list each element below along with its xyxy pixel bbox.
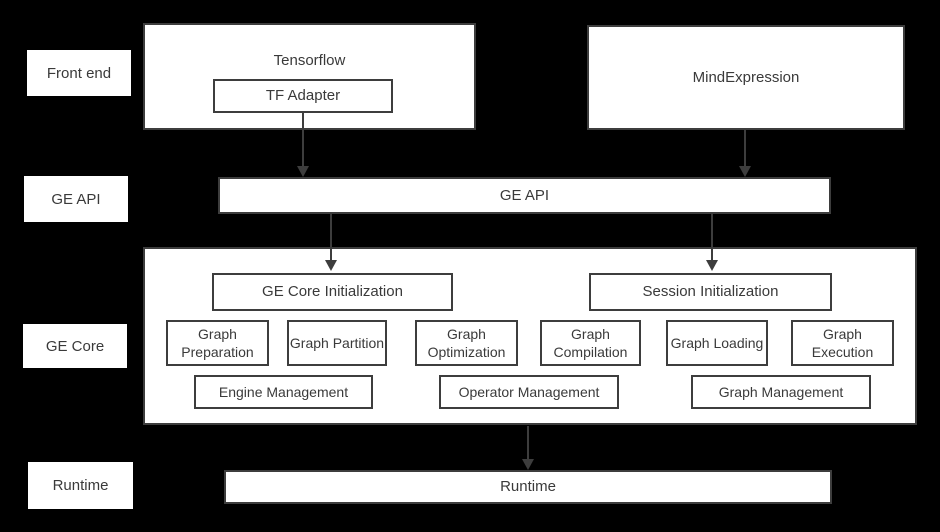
graph-partition-label: Graph Partition [289,334,385,351]
graph-preparation-label: Graph Preparation [181,325,254,360]
tf-adapter-label: TF Adapter [265,87,341,105]
arrow-head-icon [522,459,534,470]
mindexpression-box: MindExpression [587,25,905,130]
arrow-mindexpression-to-ge-api [739,130,751,177]
graph-optimization-box: Graph Optimization [415,320,518,366]
arrow-ge-core-to-runtime [522,426,534,470]
graph-optimization-label: Graph Optimization [427,325,506,360]
arrow-tf-adapter-to-ge-api [297,113,309,177]
arrow-line [711,214,713,262]
operator-management-box: Operator Management [439,375,619,409]
graph-loading-label: Graph Loading [670,334,764,351]
session-initialization-label: Session Initialization [642,283,779,301]
row-label-runtime-text: Runtime [52,477,109,494]
graph-preparation-box: Graph Preparation [166,320,269,366]
row-label-front-end: Front end [27,50,131,96]
graph-compilation-box: Graph Compilation [540,320,641,366]
engine-management-label: Engine Management [218,383,349,400]
ge-core-initialization-label: GE Core Initialization [262,283,403,301]
graph-loading-box: Graph Loading [666,320,768,366]
arrow-head-icon [325,260,337,271]
row-label-runtime: Runtime [28,462,133,509]
graph-partition-box: Graph Partition [287,320,387,366]
arrow-ge-api-to-ge-core-initialization [325,214,337,271]
ge-api-bar-label: GE API [499,186,550,204]
ge-api-bar: GE API [218,177,831,214]
tf-adapter-box: TF Adapter [213,79,393,113]
tensorflow-box: Tensorflow TF Adapter [143,23,476,130]
graph-management-label: Graph Management [718,383,844,400]
arrow-head-icon [706,260,718,271]
row-label-ge-api-text: GE API [51,190,101,208]
graph-execution-label: Graph Execution [811,325,874,360]
graph-management-box: Graph Management [691,375,871,409]
arrow-head-icon [297,166,309,177]
ge-core-box: GE Core Initialization Session Initializ… [143,247,917,425]
graph-execution-box: Graph Execution [791,320,894,366]
runtime-bar-label: Runtime [500,478,556,496]
row-label-ge-core: GE Core [23,324,127,368]
row-label-ge-core-text: GE Core [45,337,105,355]
ge-core-initialization-box: GE Core Initialization [212,273,453,311]
mindexpression-label: MindExpression [692,68,800,86]
arrow-line [744,130,746,168]
graph-compilation-label: Graph Compilation [553,325,628,360]
arrow-line [302,113,304,168]
arrow-line [330,214,332,262]
engine-management-box: Engine Management [194,375,373,409]
arrow-head-icon [739,166,751,177]
operator-management-label: Operator Management [458,383,600,400]
row-label-ge-api: GE API [24,176,128,222]
runtime-bar: Runtime [224,470,832,504]
row-label-front-end-text: Front end [46,64,112,82]
tensorflow-label: Tensorflow [273,52,346,69]
arrow-ge-api-to-session-initialization [706,214,718,271]
session-initialization-box: Session Initialization [589,273,832,311]
arrow-line [527,426,529,461]
